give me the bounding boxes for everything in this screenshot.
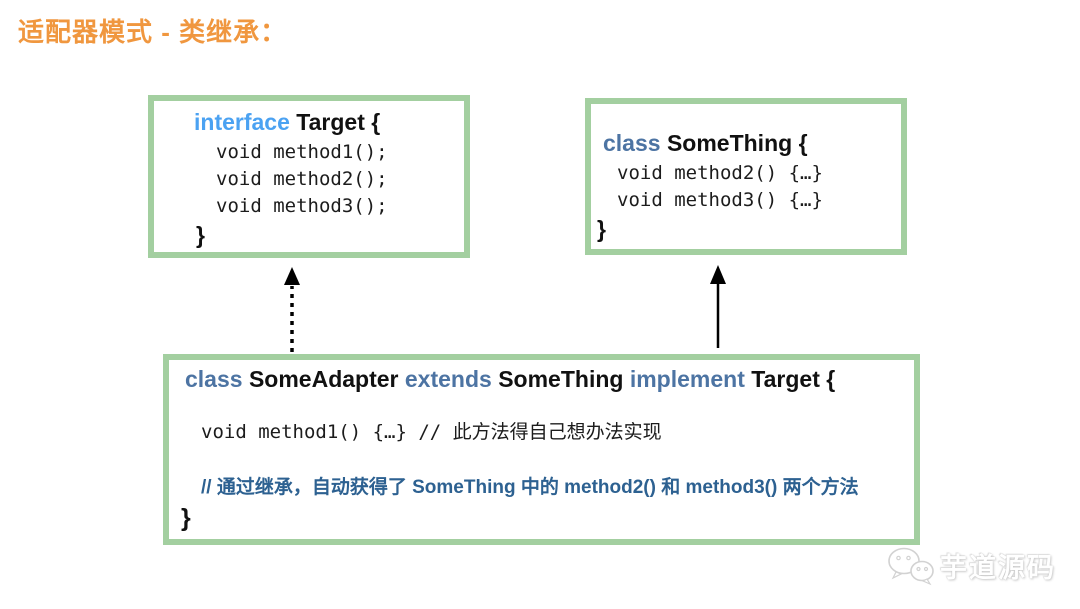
close-brace: } (196, 222, 205, 248)
code-line: void method3() {…} (617, 189, 823, 211)
implemented-interface-name: Target { (751, 366, 836, 392)
keyword-class: class (603, 130, 661, 156)
dotted-arrow-implements-target (284, 267, 300, 352)
target-box-header: interface Target { (194, 107, 464, 137)
wechat-icon (888, 547, 934, 585)
adapter-box-header: class SomeAdapter extends SomeThing impl… (185, 364, 914, 394)
keyword-implement: implement (629, 366, 745, 392)
target-name: Target { (296, 109, 381, 135)
something-name: SomeThing { (666, 130, 808, 156)
keyword-class: class (185, 366, 243, 392)
page-title: 适配器模式 - 类继承： (18, 17, 288, 47)
interface-target-box: interface Target { void method1(); void … (148, 95, 470, 258)
code-line: void method2(); (216, 168, 388, 190)
code-line: void method2() {…} (617, 162, 823, 184)
watermark-text: 芋道源码 (940, 553, 1056, 583)
keyword-interface: interface (194, 109, 290, 135)
something-box-header: class SomeThing { (603, 128, 901, 158)
code-line: void method3(); (216, 195, 388, 217)
inheritance-comment: // 通过继承，自动获得了 SomeThing 中的 method2() 和 m… (201, 477, 859, 498)
close-brace: } (181, 504, 191, 532)
code-line-method1: void method1() {…} // 此方法得自己想办法实现 (201, 421, 662, 443)
code-line: void method1(); (216, 141, 388, 163)
close-brace: } (597, 216, 606, 242)
watermark: 芋道源码 (884, 543, 1064, 588)
solid-arrow-extends-something (710, 265, 726, 348)
parent-class-name: SomeThing (498, 366, 624, 392)
adapter-name: SomeAdapter (248, 366, 399, 392)
something-class-box: class SomeThing { void method2() {…} voi… (585, 98, 907, 255)
someadapter-class-box: class SomeAdapter extends SomeThing impl… (163, 354, 920, 545)
keyword-extends: extends (404, 366, 492, 392)
